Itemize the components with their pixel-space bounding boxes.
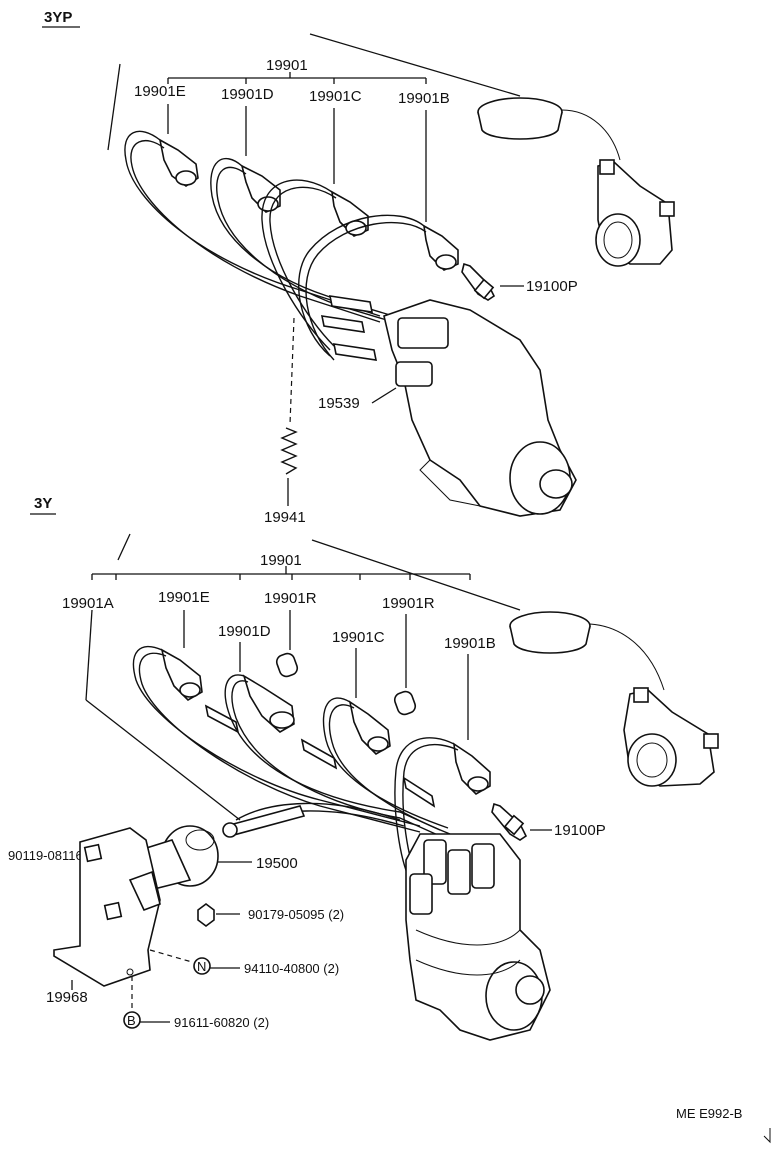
bottom-label-19901r-2: 19901R — [382, 595, 435, 612]
b-marker-label: B — [127, 1013, 136, 1028]
top-label-19941: 19941 — [264, 509, 306, 526]
corner-arrow-icon — [763, 1128, 771, 1144]
top-plug-boot-d — [240, 164, 281, 213]
bottom-label-nut: 90179-05095 (2) — [248, 907, 344, 922]
bottom-radiator-cap — [509, 611, 665, 691]
figure-code: ME E992-B — [676, 1106, 742, 1121]
bottom-water-outlet — [623, 687, 719, 787]
top-plug-boot-e — [158, 138, 199, 187]
top-label-19100p: 19100P — [526, 278, 578, 295]
top-cables — [124, 130, 427, 361]
bottom-plug-boot-d — [242, 674, 295, 733]
bottom-label-n-part: 94110-40800 (2) — [244, 961, 339, 976]
bottom-plug-boot-e — [160, 648, 203, 701]
bottom-resistor-ring-2 — [393, 690, 417, 716]
bottom-coil-bracket — [53, 827, 161, 987]
n-marker-icon: N — [193, 957, 211, 975]
bottom-label-19968: 19968 — [46, 989, 88, 1006]
bottom-label-19100p: 19100P — [554, 822, 606, 839]
top-label-19901d: 19901D — [221, 86, 274, 103]
top-label-19901b: 19901B — [398, 90, 450, 107]
bottom-label-bolt: 90119-08116 (2) — [8, 848, 102, 863]
top-radiator-cap — [477, 97, 621, 161]
bottom-plug-boot-c — [348, 700, 391, 755]
bottom-dashed-n — [149, 949, 193, 963]
bottom-label-19901r-1: 19901R — [264, 590, 317, 607]
bottom-label-19901c: 19901C — [332, 629, 385, 646]
top-dashed-leader — [289, 317, 295, 425]
bottom-cables — [132, 645, 459, 881]
bottom-leaders — [183, 610, 469, 740]
bottom-group-bracket — [85, 533, 521, 821]
bottom-distributor — [405, 833, 551, 1041]
top-label-19539: 19539 — [318, 395, 360, 412]
top-group-bracket — [107, 33, 521, 151]
top-plug-boot-b — [422, 224, 459, 271]
bottom-label-19901b: 19901B — [444, 635, 496, 652]
top-spark-plug — [461, 262, 496, 301]
bottom-label-19901d: 19901D — [218, 623, 271, 640]
bottom-label-b-part: 91611-60820 (2) — [174, 1015, 269, 1030]
section-label-3yp: 3YP — [44, 9, 72, 26]
top-spring — [280, 427, 298, 475]
n-marker-label: N — [197, 959, 206, 974]
bottom-nut — [197, 903, 215, 927]
top-label-19901e: 19901E — [134, 83, 186, 100]
top-plug-boot-c — [330, 190, 369, 237]
bottom-ignition-coil — [139, 805, 306, 891]
bottom-label-19901a: 19901A — [62, 595, 114, 612]
section-label-3y: 3Y — [34, 495, 52, 512]
bottom-plug-boot-b — [453, 742, 491, 795]
bottom-label-19901e: 19901E — [158, 589, 210, 606]
bottom-resistor-ring-1 — [275, 652, 299, 678]
top-leaders — [167, 104, 427, 222]
bottom-label-19500: 19500 — [256, 855, 298, 872]
top-label-19901c: 19901C — [309, 88, 362, 105]
top-connectors — [320, 295, 378, 361]
top-distributor — [383, 299, 577, 517]
top-leader-19539 — [371, 387, 397, 404]
b-marker-icon: B — [123, 1011, 141, 1029]
bottom-spark-plug — [491, 802, 528, 841]
top-label-19901: 19901 — [266, 57, 308, 74]
top-water-outlet — [595, 159, 675, 267]
bottom-label-19901: 19901 — [260, 552, 302, 569]
